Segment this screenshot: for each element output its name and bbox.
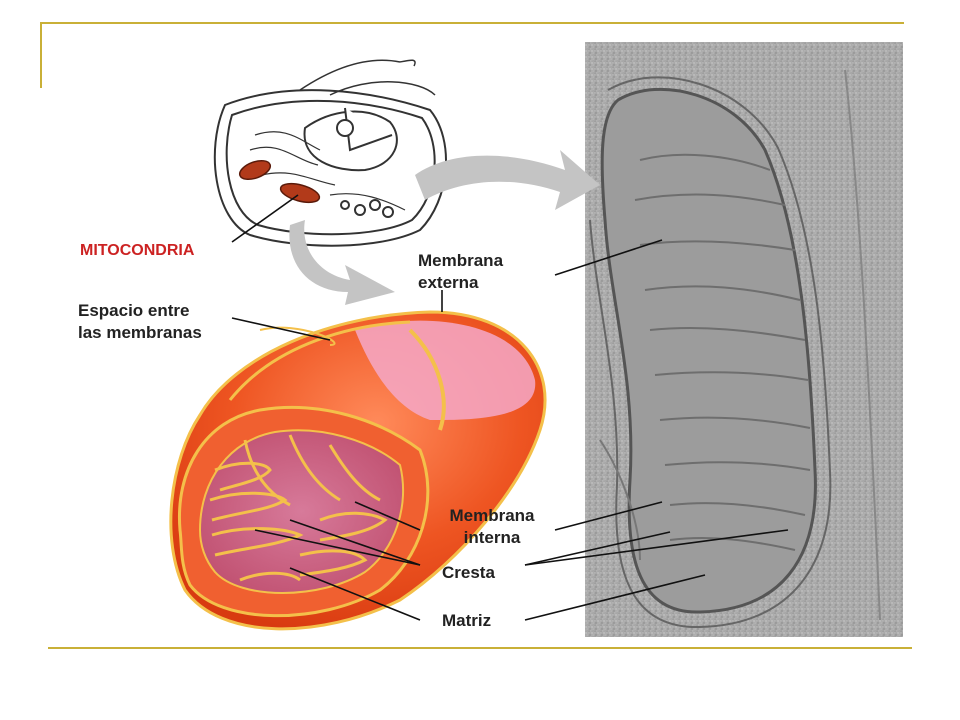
frame-top-line [40, 22, 904, 24]
pointer-mitocondria [231, 194, 299, 243]
pointer-lines [231, 194, 789, 621]
pointer-cresta-drawing-2 [254, 529, 421, 566]
label-cresta: Cresta [442, 563, 495, 582]
label-membrana-externa: Membrana externa [418, 251, 504, 292]
frame-left-line [40, 22, 42, 88]
pointer-interna-micrograph [554, 501, 663, 531]
pointer-interna-drawing [354, 501, 421, 531]
small-mitochondrion-1 [238, 159, 272, 181]
cell-sketch [213, 59, 447, 247]
frame-bottom-line [48, 647, 912, 649]
mitochondrion-illustration [169, 310, 547, 631]
label-matriz: Matriz [442, 611, 492, 630]
label-membrana-interna: Membrana interna [449, 506, 535, 547]
pointer-matriz-drawing [289, 567, 421, 621]
pointer-espacio [231, 317, 331, 341]
pointer-cresta-micrograph-1 [524, 531, 671, 566]
arrow-to-micrograph [415, 150, 600, 210]
pointer-cresta-drawing-1 [289, 519, 421, 566]
pointer-externa-micrograph [554, 239, 663, 276]
electron-micrograph [585, 42, 903, 637]
pointer-matriz-micrograph [524, 574, 706, 621]
pointer-cresta-micrograph-2 [524, 529, 789, 566]
label-espacio-entre-membranas: Espacio entre las membranas [78, 301, 202, 342]
arrow-to-mitochondrion [289, 220, 395, 305]
label-mitocondria: MITOCONDRIA [80, 242, 195, 259]
small-mitochondrion-2 [279, 182, 321, 204]
